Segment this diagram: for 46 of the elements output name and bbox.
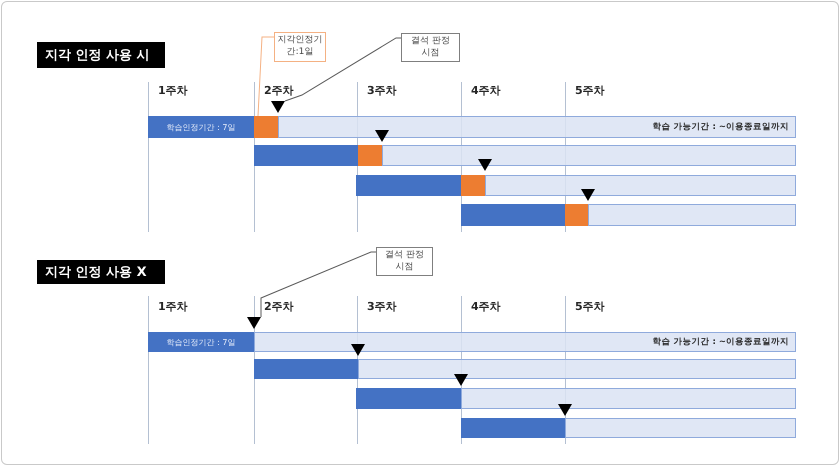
triangle-marker-icon [271, 101, 285, 113]
leader-line [260, 252, 376, 318]
grace-period-bar [254, 116, 278, 138]
available-period-bar [565, 418, 796, 438]
triangle-marker-icon [375, 130, 389, 142]
week-label: 1주차 [158, 301, 188, 312]
leader-line [284, 38, 402, 102]
week-label: 2주차 [264, 301, 294, 312]
study-period-bar: 학습인정기간 : 7일 [148, 332, 254, 352]
grace-period-bar [461, 175, 485, 196]
available-period-bar: 학습 가능기간 : ~이용종료일까지 [278, 116, 796, 138]
week-label: 2주차 [264, 85, 294, 96]
available-period-bar: 학습 가능기간 : ~이용종료일까지 [254, 332, 796, 352]
callout-box: 지각인정기간:1일 [274, 32, 326, 62]
available-period-bar [588, 204, 796, 226]
study-period-bar: 학습인정기간 : 7일 [148, 116, 254, 138]
triangle-marker-icon [478, 159, 492, 171]
week-label: 3주차 [367, 301, 397, 312]
week-label: 5주차 [575, 301, 605, 312]
leader-line [258, 36, 274, 116]
callout-box: 결석 판정 시점 [401, 33, 460, 62]
triangle-marker-icon [581, 189, 595, 201]
grace-period-bar [358, 145, 382, 166]
study-period-bar [356, 175, 461, 196]
callout-box: 결석 판정 시점 [376, 247, 433, 276]
study-period-bar [254, 359, 358, 379]
week-label: 3주차 [367, 85, 397, 96]
available-period-bar [485, 175, 796, 196]
week-label: 1주차 [158, 85, 188, 96]
study-period-bar [254, 145, 358, 166]
study-period-bar [461, 418, 565, 438]
section-heading: 지각 인정 사용 X [37, 260, 165, 284]
triangle-marker-icon [454, 374, 468, 386]
available-period-bar [358, 359, 796, 379]
week-label: 4주차 [471, 301, 501, 312]
triangle-marker-icon [558, 404, 572, 416]
triangle-marker-icon [247, 317, 261, 329]
study-period-bar [356, 388, 461, 409]
week-label: 4주차 [471, 85, 501, 96]
available-period-bar [461, 388, 796, 409]
study-period-bar [461, 204, 565, 226]
grace-period-bar [565, 204, 588, 226]
week-label: 5주차 [575, 85, 605, 96]
triangle-marker-icon [351, 344, 365, 356]
section-heading: 지각 인정 사용 시 [37, 42, 165, 68]
available-period-bar [382, 145, 796, 166]
